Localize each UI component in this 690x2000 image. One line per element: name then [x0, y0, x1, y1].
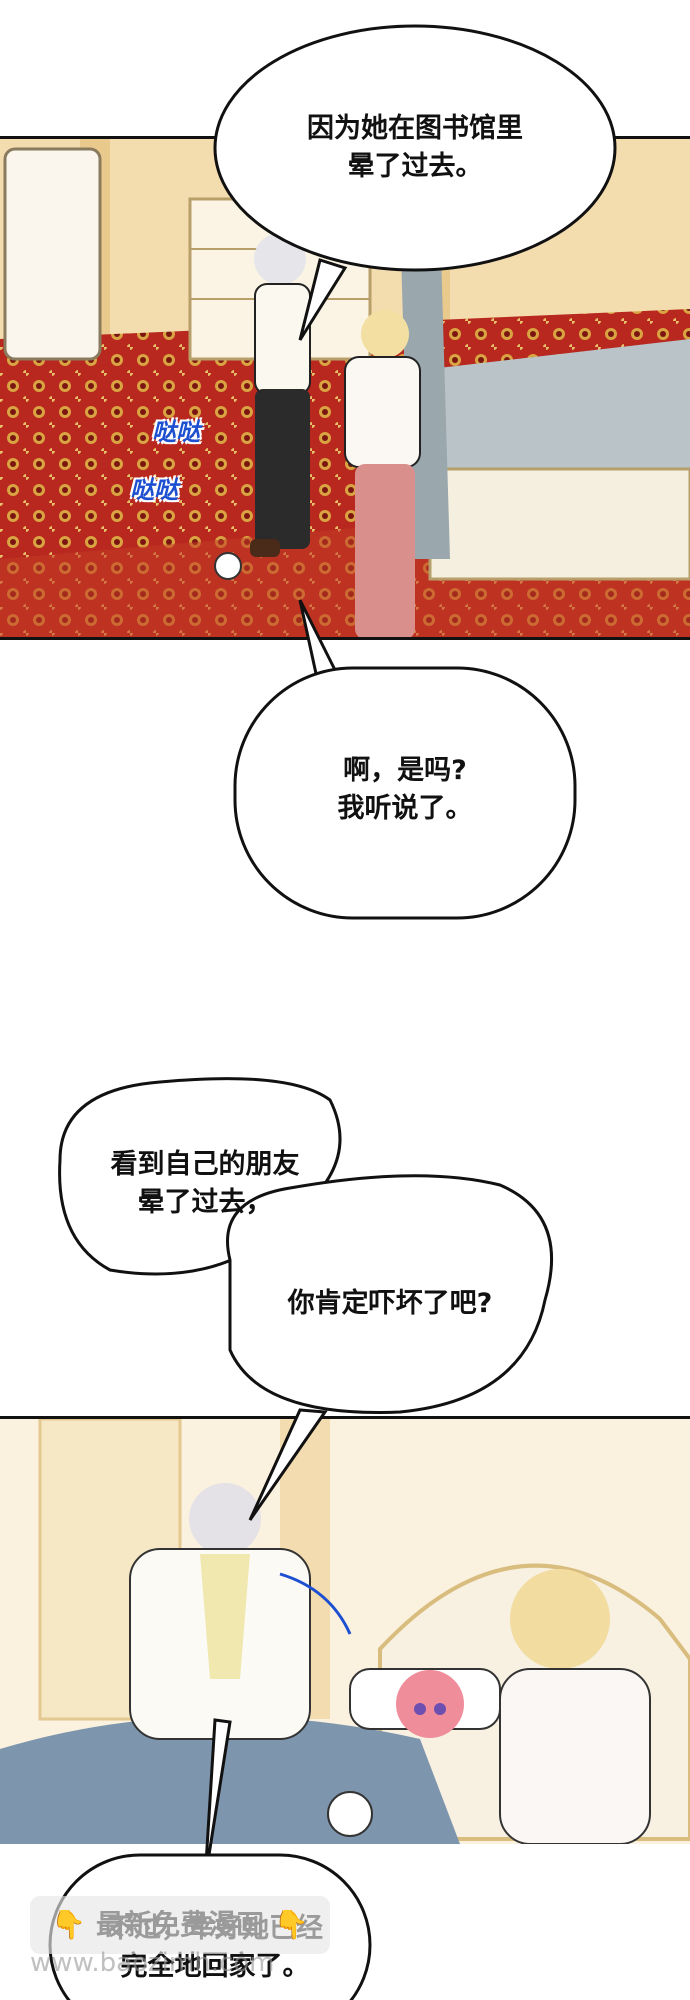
bubble-1-text: 因为她在图书馆里 晕了过去。 — [307, 113, 523, 182]
sfx-footsteps-2: 哒哒 — [130, 476, 178, 504]
bedside-illustration — [0, 1419, 690, 1844]
bubble-2-shape — [233, 666, 577, 920]
bubble-3a-text: 看到自己的朋友 晕了过去， — [110, 1149, 300, 1218]
pointing-hand-icon: 👇 — [273, 1908, 309, 1941]
bubble-3b-shape — [226, 1174, 553, 1414]
pointing-hand-icon: 👇 — [51, 1908, 87, 1941]
watermark-label: 最新免费漫画 — [95, 1908, 264, 1941]
bubble-2-text: 啊，是吗? 我听说了。 — [337, 755, 473, 824]
bubble-1-shape — [213, 24, 617, 272]
watermark-badge: 👇 最新免费漫画 👇 — [30, 1896, 330, 1954]
watermark-url: www.baozimh.com — [30, 1948, 275, 1978]
girl-in-bed — [349, 1668, 501, 1738]
bubble-3b-text: 你肯定吓坏了吧? — [287, 1288, 493, 1319]
blonde-character — [344, 310, 421, 637]
panel-bedside — [0, 1416, 690, 1844]
man-seated — [129, 1483, 311, 1740]
sfx-footsteps-1: 哒哒 — [152, 418, 200, 446]
blonde-seated — [499, 1569, 651, 1844]
